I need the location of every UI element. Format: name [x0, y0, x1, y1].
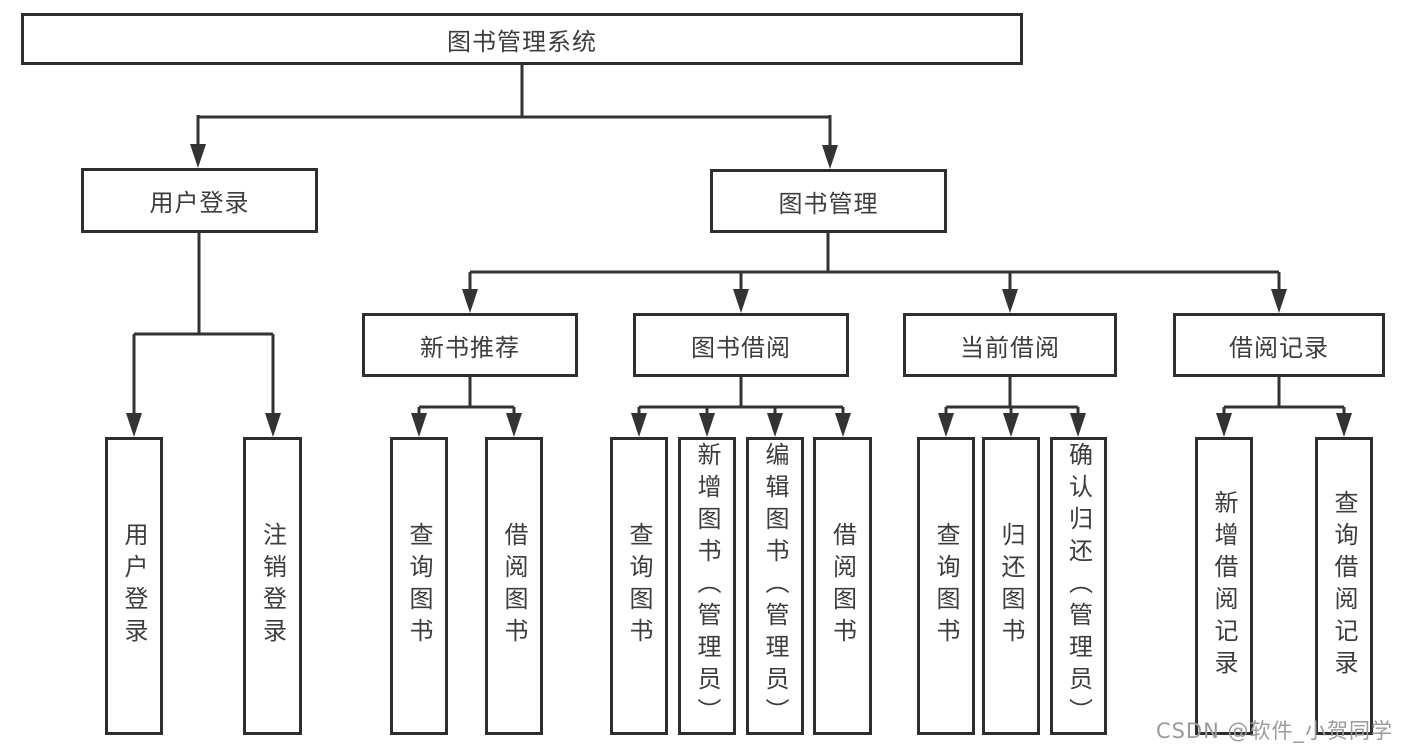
csdn-watermark: CSDN @软件_小贺同学 [1155, 719, 1393, 743]
leaf-query-borrow-record: 查询借阅记录 [1315, 437, 1373, 735]
leaf-return-books: 归还图书 [982, 437, 1040, 735]
node-book-borrow: 图书借阅 [633, 313, 849, 377]
node-borrow-records: 借阅记录 [1173, 313, 1385, 377]
leaf-add-borrow-record: 新增借阅记录 [1195, 437, 1253, 735]
leaf-borrow-books-recommend: 借阅图书 [485, 437, 543, 735]
node-current-borrow: 当前借阅 [903, 313, 1117, 377]
node-book-management: 图书管理 [710, 169, 947, 233]
leaf-logout: 注销登录 [243, 437, 302, 735]
arrowhead-icons [126, 144, 1352, 437]
leaf-add-books-admin: 新增图书（管理员） [678, 437, 736, 735]
leaf-user-login: 用户登录 [105, 437, 163, 735]
node-user-login: 用户登录 [81, 168, 318, 233]
node-new-book-recommend: 新书推荐 [362, 313, 578, 377]
leaf-confirm-return-admin: 确认归还（管理员） [1050, 437, 1107, 735]
node-library-management-system: 图书管理系统 [21, 13, 1023, 65]
leaf-edit-books-admin: 编辑图书（管理员） [746, 437, 804, 735]
leaf-query-books-current: 查询图书 [917, 437, 975, 735]
leaf-query-books-recommend: 查询图书 [390, 437, 448, 735]
leaf-query-books-borrow: 查询图书 [610, 437, 668, 735]
leaf-borrow-books: 借阅图书 [813, 437, 872, 735]
